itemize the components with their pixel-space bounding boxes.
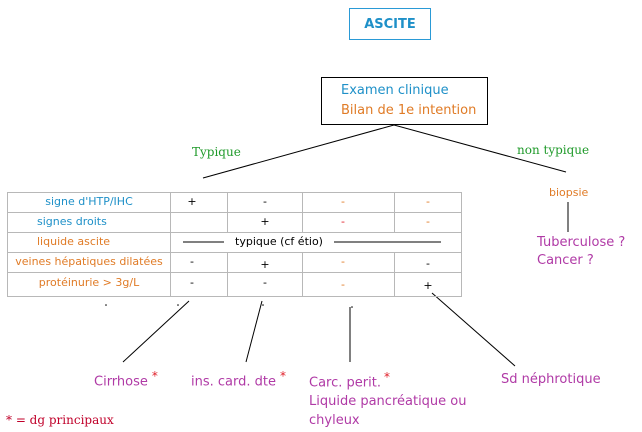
diagnosis-cirrhose-label: Cirrhose <box>94 374 148 390</box>
connector-cirrhose <box>122 300 190 363</box>
cell-liquide-typique: typique (cf étio) <box>224 235 334 249</box>
row-label-signes-droits: signes droits <box>37 215 107 228</box>
cell-htp-nephro: - <box>426 195 430 208</box>
cell-htp-cirrhose: + <box>187 195 197 208</box>
exam-line-2: Bilan de 1e intention <box>341 103 477 118</box>
cell-htp-card: - <box>263 195 267 208</box>
cell-veines-nephro: - <box>426 257 430 270</box>
diagnosis-ins-card: ins. card. dte* <box>191 369 286 389</box>
cancer-label: Cancer ? <box>537 253 594 268</box>
connector-ins-card <box>245 300 263 363</box>
tuberculose-label: Tuberculose ? <box>537 235 626 250</box>
ascite-title: ASCITE <box>364 16 416 32</box>
diagnosis-nephrotique: Sd néphrotique <box>501 372 601 387</box>
row-label-liquide-ascite: liquide ascite <box>37 235 111 248</box>
connector-typique <box>202 124 395 179</box>
principal-asterisk: * <box>151 369 158 383</box>
cell-droits-carc: - <box>341 215 345 228</box>
diagnosis-carc: Carc. perit.* Liquide pancréatique ou ch… <box>309 368 467 430</box>
cell-veines-carc: - <box>341 255 345 268</box>
table-grid <box>7 192 462 297</box>
cell-veines-card: + <box>260 258 270 271</box>
connector-nephrotique <box>431 292 516 367</box>
cell-prot-carc: - <box>341 278 345 291</box>
exam-box: Examen clinique Bilan de 1e intention <box>321 77 488 125</box>
exam-line-1: Examen clinique <box>341 83 449 98</box>
biopsie-label: biopsie <box>549 186 589 199</box>
row-label-proteinurie: protéinurie > 3g/L <box>38 276 140 289</box>
cell-htp-carc: - <box>341 195 345 208</box>
principal-asterisk: * <box>383 370 390 384</box>
diagnosis-cirrhose: Cirrhose* <box>94 369 158 389</box>
diagnosis-carc-line-2: Liquide pancréatique ou <box>309 394 467 410</box>
principal-asterisk: * <box>279 369 286 383</box>
cell-droits-nephro: - <box>426 215 430 228</box>
row-label-veines: veines hépatiques dilatées <box>15 255 163 268</box>
branch-typique-label: Typique <box>192 145 241 159</box>
branch-non-typique-label: non typique <box>517 143 590 157</box>
row-label-htp: signe d'HTP/IHC <box>45 195 133 208</box>
cell-prot-card: - <box>263 276 267 289</box>
cell-veines-cirrhose: - <box>190 255 194 268</box>
diagnosis-carc-line-3: chyleux <box>309 413 360 429</box>
connector-non-typique <box>393 124 567 173</box>
cell-prot-cirrhose: - <box>190 276 194 289</box>
cell-droits-card: + <box>260 215 270 228</box>
cell-prot-nephro: + <box>423 279 433 292</box>
ascite-title-box: ASCITE <box>349 8 431 40</box>
diagnosis-carc-line-1: Carc. perit. <box>309 375 381 391</box>
diagnosis-ins-card-label: ins. card. dte <box>191 374 276 390</box>
footnote: * = dg principaux <box>6 413 114 427</box>
